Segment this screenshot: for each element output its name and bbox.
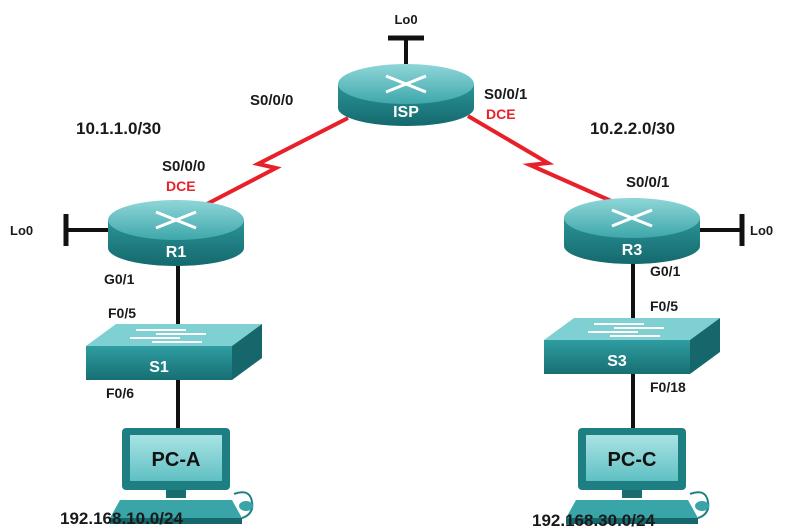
switch-s1[interactable]: S1 xyxy=(86,324,262,380)
s3-f05-label: F0/5 xyxy=(650,298,678,314)
r1-loopback-stub xyxy=(63,214,108,246)
isp-lo0-label: Lo0 xyxy=(394,12,417,27)
right-wan-network-label: 10.2.2.0/30 xyxy=(590,119,675,138)
switch-s3[interactable]: S3 xyxy=(544,318,720,374)
s3-f018-label: F0/18 xyxy=(650,379,686,395)
isp-s001-label: S0/0/1 xyxy=(484,86,527,103)
pcc-label: PC-C xyxy=(608,449,657,471)
pc-icon xyxy=(566,428,710,524)
s1-f06-label: F0/6 xyxy=(106,385,134,401)
r3-loopback-stub xyxy=(700,214,745,246)
s1-f05-label: F0/5 xyxy=(108,305,136,321)
isp-label: ISP xyxy=(393,104,419,121)
r1-label: R1 xyxy=(166,244,187,261)
pc-a[interactable]: PC-A xyxy=(110,428,254,524)
switch-icon xyxy=(544,318,720,374)
router-icon xyxy=(108,200,244,266)
switch-icon xyxy=(86,324,262,380)
router-icon xyxy=(338,64,474,126)
r3-g01-label: G0/1 xyxy=(650,263,681,279)
s3-label: S3 xyxy=(607,353,627,370)
r3-label: R3 xyxy=(622,242,643,259)
router-isp[interactable]: ISP xyxy=(338,64,474,126)
r1-lo0-label: Lo0 xyxy=(10,223,33,238)
serial-link-isp-r1 xyxy=(204,116,349,207)
s1-label: S1 xyxy=(149,359,169,376)
pc-c[interactable]: PC-C xyxy=(566,428,710,524)
isp-loopback-stub xyxy=(388,35,424,64)
serial-link-isp-r3 xyxy=(466,114,619,206)
r1-dce-label: DCE xyxy=(166,178,196,194)
router-r3[interactable]: R3 xyxy=(564,198,700,264)
lan-c-network-label: 192.168.30.0/24 xyxy=(532,511,655,529)
r3-s001-label: S0/0/1 xyxy=(626,174,669,191)
isp-dce-label: DCE xyxy=(486,106,516,122)
pc-icon xyxy=(110,428,254,524)
lan-a-network-label: 192.168.10.0/24 xyxy=(60,509,183,528)
left-wan-network-label: 10.1.1.0/30 xyxy=(76,119,161,138)
r1-g01-label: G0/1 xyxy=(104,271,135,287)
router-r1[interactable]: R1 xyxy=(108,200,244,266)
pca-label: PC-A xyxy=(152,449,201,471)
r1-s000-label: S0/0/0 xyxy=(162,158,205,175)
isp-s000-label: S0/0/0 xyxy=(250,92,293,109)
r3-lo0-label: Lo0 xyxy=(750,223,773,238)
router-icon xyxy=(564,198,700,264)
